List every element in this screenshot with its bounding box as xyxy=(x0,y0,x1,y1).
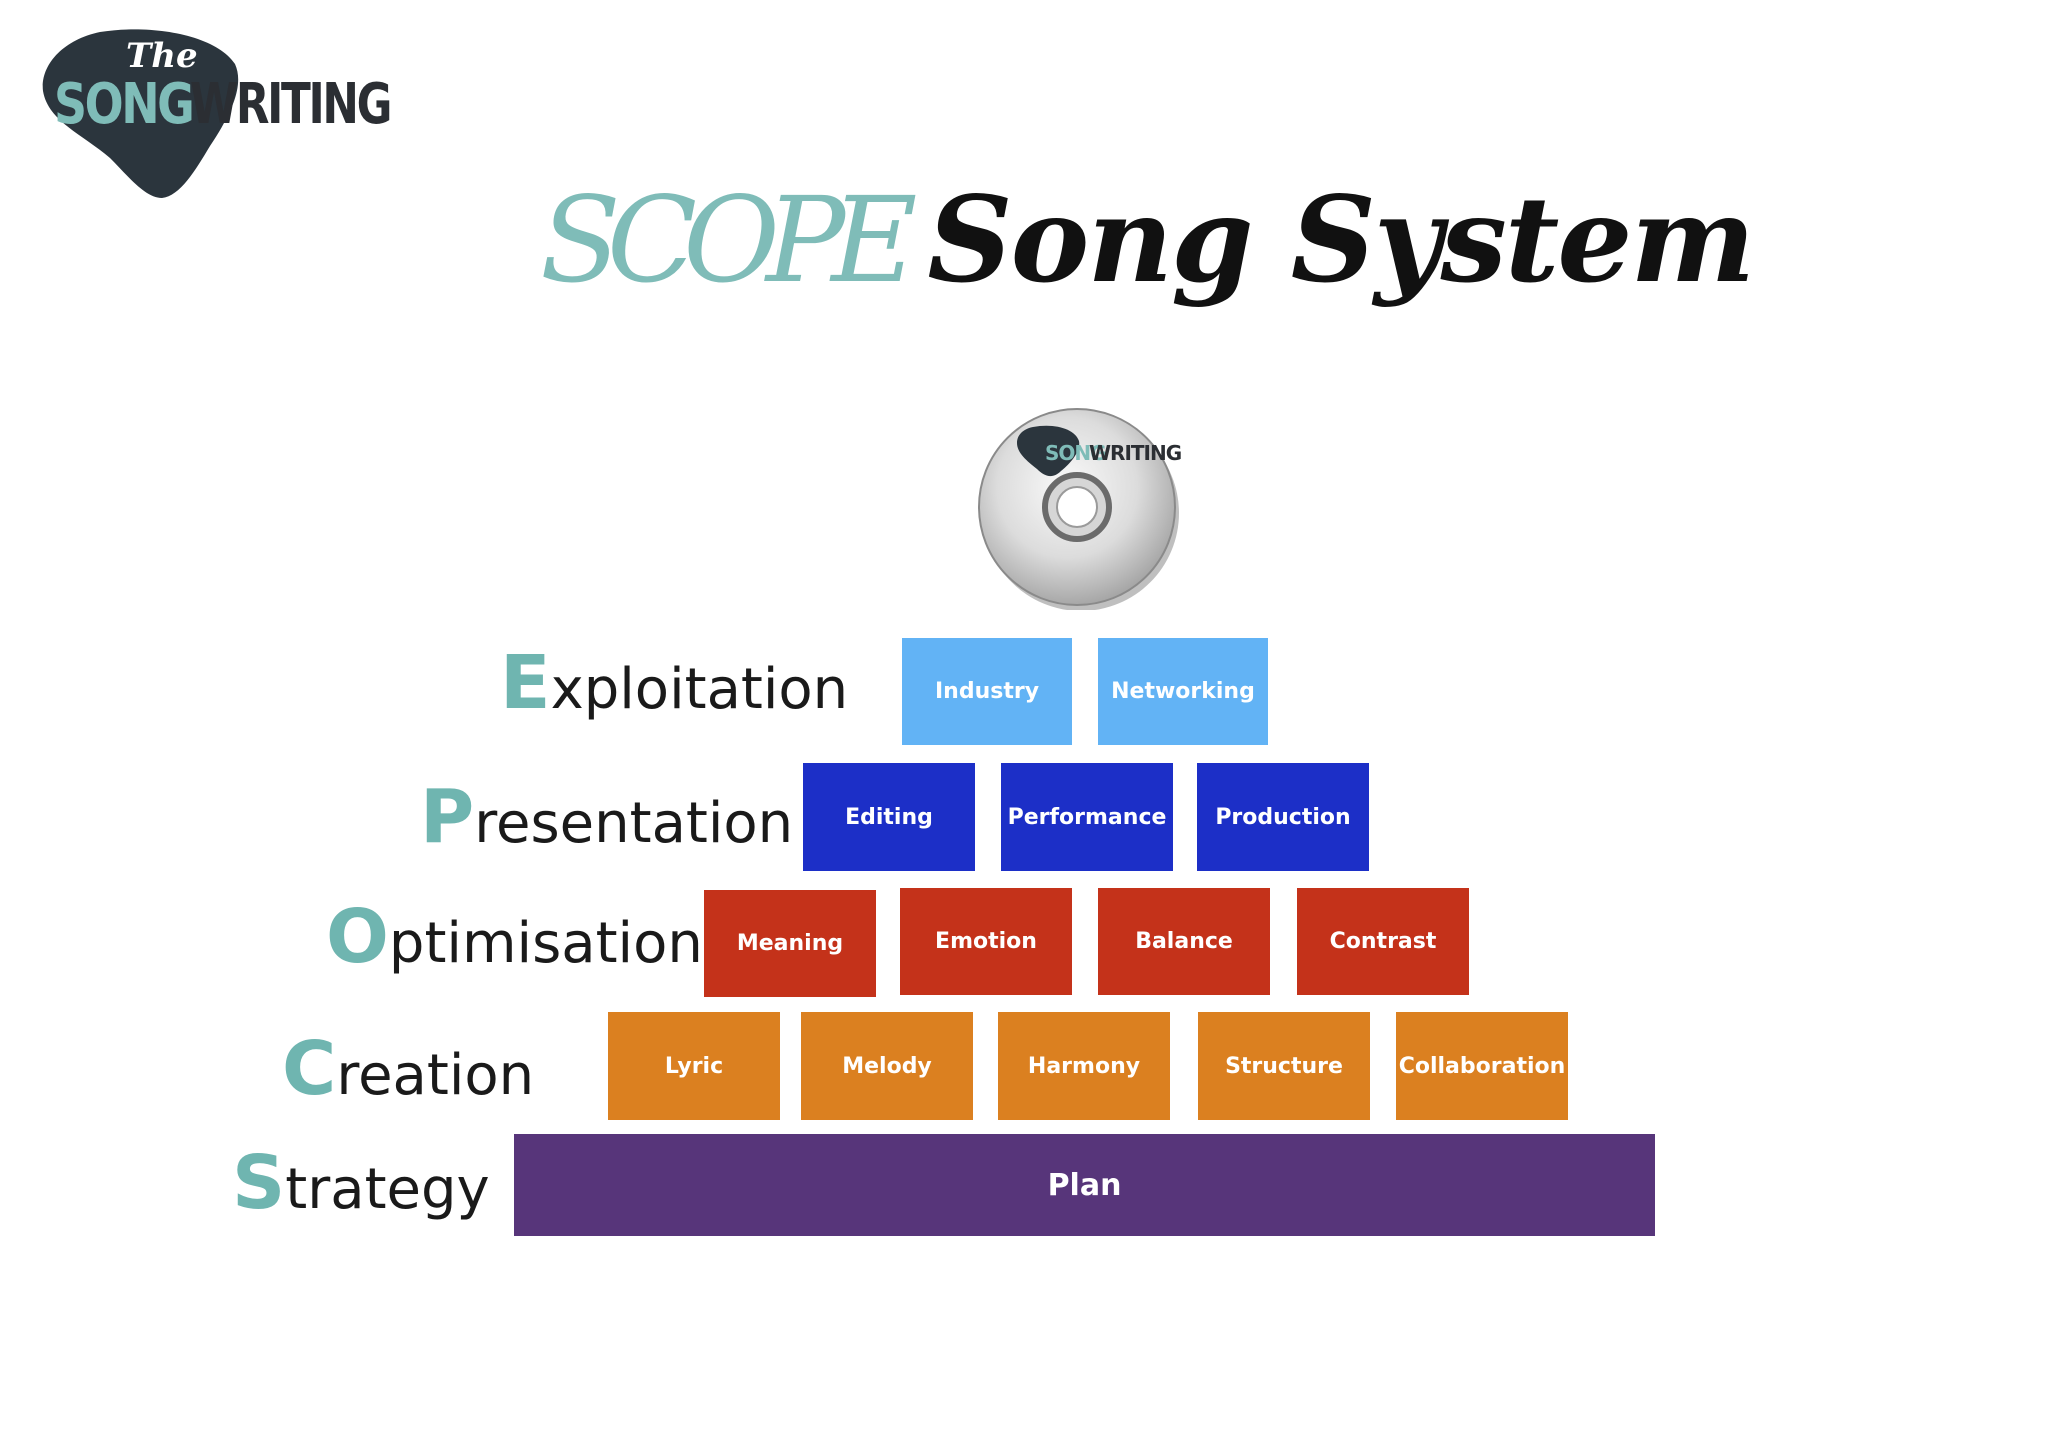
block-harmony: Harmony xyxy=(998,1012,1170,1120)
logo-writing-text: WRITING xyxy=(190,72,392,137)
level-initial: P xyxy=(420,774,475,860)
cd-disc: SONG WRITING xyxy=(975,405,1182,611)
logo-song-text: SONG xyxy=(54,72,195,137)
guitar-pick-logo-icon xyxy=(42,29,239,198)
level-label-optimisation: Optimisation xyxy=(326,894,703,980)
level-word: ptimisation xyxy=(388,911,703,976)
cd-logo-song: SONG xyxy=(1045,441,1107,465)
block-contrast: Contrast xyxy=(1297,888,1469,995)
block-collaboration: Collaboration xyxy=(1396,1012,1568,1120)
level-word: xploitation xyxy=(550,657,849,722)
songwriting-academy-logo: The SONG WRITING xyxy=(40,26,400,206)
level-label-creation: Creation xyxy=(282,1026,534,1112)
level-initial: S xyxy=(232,1140,286,1226)
title-scope-word: SCOPE xyxy=(540,171,917,309)
level-word: trategy xyxy=(285,1157,490,1222)
level-initial: C xyxy=(282,1026,337,1112)
level-label-presentation: Presentation xyxy=(420,774,793,860)
level-label-strategy: Strategy xyxy=(232,1140,490,1226)
block-production: Production xyxy=(1197,763,1369,871)
title-song-system: Song System xyxy=(927,170,1755,309)
block-editing: Editing xyxy=(803,763,975,871)
block-meaning: Meaning xyxy=(704,890,876,997)
block-melody: Melody xyxy=(801,1012,973,1120)
level-initial: E xyxy=(500,640,551,726)
level-initial: O xyxy=(326,894,389,980)
level-word: resentation xyxy=(474,791,794,856)
cd-disc-icon xyxy=(978,408,1179,611)
block-performance: Performance xyxy=(1001,763,1173,871)
level-label-exploitation: Exploitation xyxy=(500,640,848,726)
cd-logo-writing: WRITING xyxy=(1089,441,1182,465)
block-balance: Balance xyxy=(1098,888,1270,995)
logo-the-text: The xyxy=(126,36,198,76)
level-word: reation xyxy=(336,1043,535,1108)
block-emotion: Emotion xyxy=(900,888,1072,995)
block-structure: Structure xyxy=(1198,1012,1370,1120)
block-industry: Industry xyxy=(902,638,1072,745)
block-plan: Plan xyxy=(514,1134,1655,1236)
block-networking: Networking xyxy=(1098,638,1268,745)
block-lyric: Lyric xyxy=(608,1012,780,1120)
